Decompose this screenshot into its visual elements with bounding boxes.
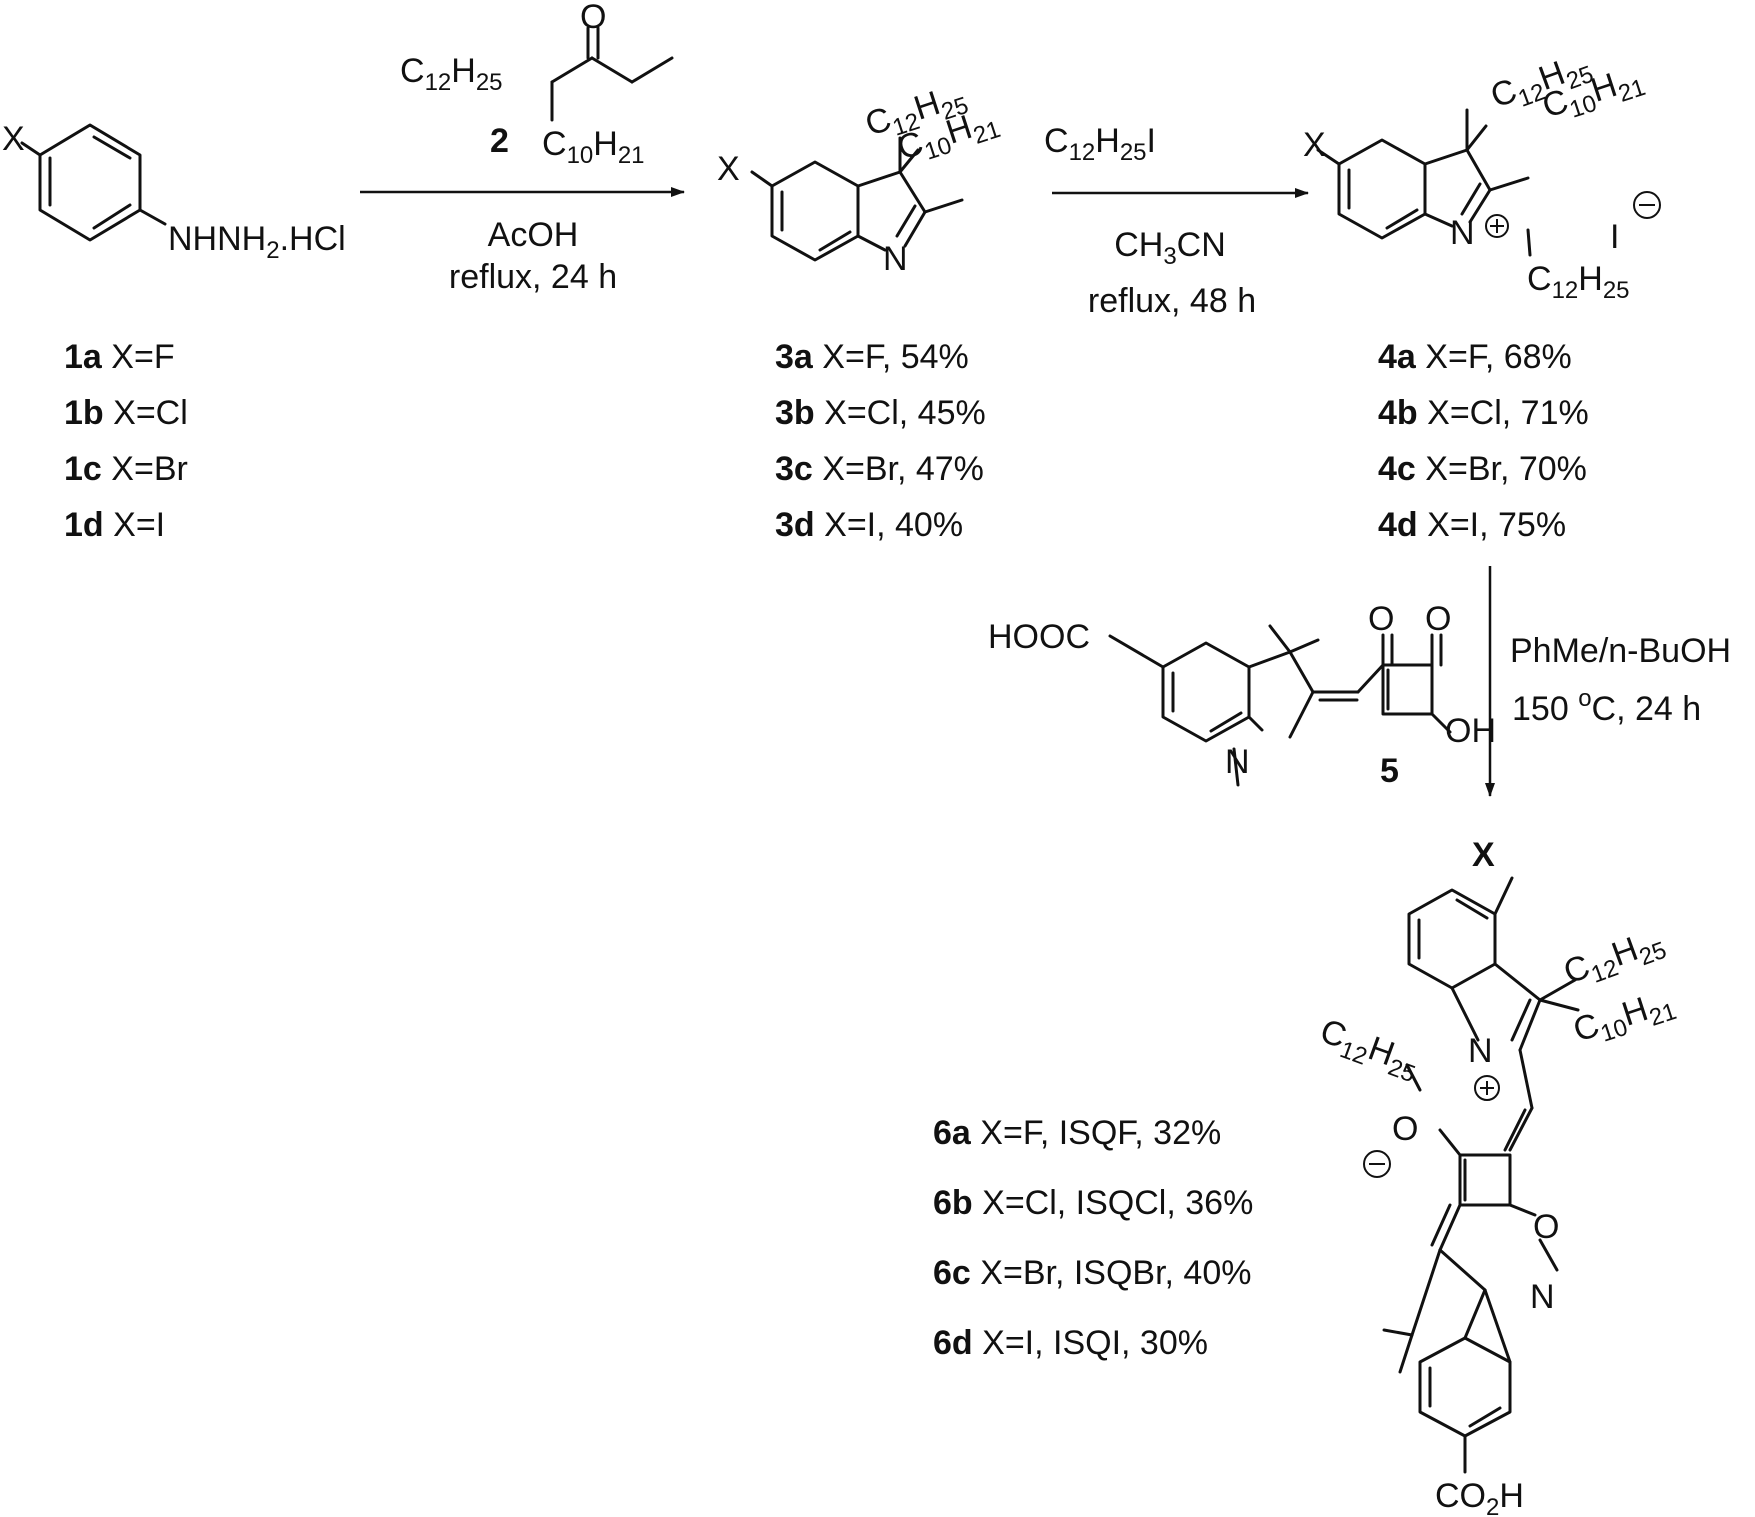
compound-3-nitrogen: N xyxy=(883,240,908,278)
reagent-2-number: 2 xyxy=(490,122,509,160)
compound-1-variants: 1a X=F 1b X=Cl 1c X=Br 1d X=I xyxy=(64,338,188,544)
variant-label: 3d X=I, 40% xyxy=(775,506,963,544)
compound-6-substituent: X xyxy=(1472,836,1495,874)
reagent-2-chain-b: C10H21 xyxy=(542,125,645,169)
compound-1-benzene-ring xyxy=(20,123,167,242)
compound-6-chain-a: C12H25 xyxy=(1559,921,1670,997)
variant-label: 1b X=Cl xyxy=(64,394,188,432)
step-1: O C12H25 C10H21 2 AcOH reflux, 24 h xyxy=(360,0,685,296)
compound-3-indolenine-core xyxy=(750,136,964,262)
compound-6-nitrogen-2: N xyxy=(1530,1278,1555,1316)
step-3-conditions: 150 oC, 24 h xyxy=(1512,685,1701,728)
compound-4-indolium-core xyxy=(1316,108,1532,257)
variant-label: 3a X=F, 54% xyxy=(775,338,969,376)
compound-4-nitrogen: N xyxy=(1450,214,1475,252)
variant-label: 6a X=F, ISQF, 32% xyxy=(933,1114,1221,1152)
compound-1-hydrazine-group: NHNH2.HCl xyxy=(168,220,346,264)
compound-4-negative-charge xyxy=(1633,191,1661,219)
variant-label: 4d X=I, 75% xyxy=(1378,506,1566,544)
compound-3-variants: 3a X=F, 54% 3b X=Cl, 45% 3c X=Br, 47% 3d… xyxy=(775,338,986,544)
compound-5-hydroxyl: OH xyxy=(1445,712,1496,750)
step-2-conditions: reflux, 48 h xyxy=(1088,282,1256,320)
compound-5-structure: HOOC N O O OH 5 xyxy=(988,600,1496,790)
step-2-solvent: CH3CN xyxy=(1114,226,1226,270)
step-2: C12H25I CH3CN reflux, 48 h xyxy=(1044,122,1309,320)
reagent-2-chain-a: C12H25 xyxy=(400,52,503,96)
compound-6-variants: 6a X=F, ISQF, 32% 6b X=Cl, ISQCl, 36% 6c… xyxy=(933,1114,1253,1362)
variant-label: 6d X=I, ISQI, 30% xyxy=(933,1324,1208,1362)
variant-label: 1a X=F xyxy=(64,338,175,376)
compound-5-nitrogen: N xyxy=(1225,743,1250,781)
compound-5-skeleton xyxy=(1108,624,1452,787)
step-3-solvent: PhMe/n-BuOH xyxy=(1510,632,1731,670)
compound-4-positive-charge xyxy=(1485,214,1509,238)
compound-5-acid-group: HOOC xyxy=(988,618,1090,656)
variant-label: 1c X=Br xyxy=(64,450,188,488)
compound-6-skeleton xyxy=(1382,876,1580,1474)
variant-label: 3b X=Cl, 45% xyxy=(775,394,986,432)
variant-label: 4c X=Br, 70% xyxy=(1378,450,1587,488)
variant-label: 1d X=I xyxy=(64,506,165,544)
variant-label: 6b X=Cl, ISQCl, 36% xyxy=(933,1184,1253,1222)
variant-label: 4a X=F, 68% xyxy=(1378,338,1572,376)
variant-label: 4b X=Cl, 71% xyxy=(1378,394,1589,432)
compound-6-nitrogen: N xyxy=(1468,1032,1493,1070)
compound-6-positive-charge xyxy=(1474,1075,1500,1101)
compound-5-oxo-1: O xyxy=(1368,600,1394,638)
variant-label: 3c X=Br, 47% xyxy=(775,450,984,488)
compound-6-keto-oxygen: O xyxy=(1533,1208,1559,1246)
compound-4-structure: X N C12H25 C10H21 C12H25 I xyxy=(1303,45,1661,304)
compound-4-n-chain: C12H25 xyxy=(1527,260,1630,304)
compound-3-structure: X N C12H25 C10H21 xyxy=(717,76,1004,278)
compound-6-acid-group: CO2H xyxy=(1435,1477,1524,1517)
compound-1-substituent: X xyxy=(2,120,25,158)
step-1-solvent: AcOH xyxy=(488,216,579,254)
compound-1-structure: X NHNH2.HCl xyxy=(2,120,346,264)
compound-6-oxide-oxygen: O xyxy=(1392,1110,1418,1148)
compound-6-chain-b: C10H21 xyxy=(1569,982,1680,1056)
compound-6-negative-charge xyxy=(1363,1150,1391,1178)
reagent-2-structure xyxy=(550,26,674,122)
variant-label: 6c X=Br, ISQBr, 40% xyxy=(933,1254,1251,1292)
compound-4-variants: 4a X=F, 68% 4b X=Cl, 71% 4c X=Br, 70% 4d… xyxy=(1378,338,1589,544)
compound-3-substituent: X xyxy=(717,150,740,188)
compound-5-oxo-2: O xyxy=(1425,600,1451,638)
step-2-reagent: C12H25I xyxy=(1044,122,1156,166)
compound-6-n-chain: C12H25 xyxy=(1313,1012,1424,1088)
step-3: PhMe/n-BuOH 150 oC, 24 h xyxy=(1485,566,1731,797)
step-1-conditions: reflux, 24 h xyxy=(449,258,617,296)
compound-6-structure: X N C12H25 C10H21 C12H25 O O N CO2H xyxy=(1313,836,1680,1517)
compound-4-counterion: I xyxy=(1610,218,1619,256)
reagent-2-oxygen: O xyxy=(580,0,606,36)
compound-5-number: 5 xyxy=(1380,752,1399,790)
compound-4-substituent: X xyxy=(1303,126,1326,164)
